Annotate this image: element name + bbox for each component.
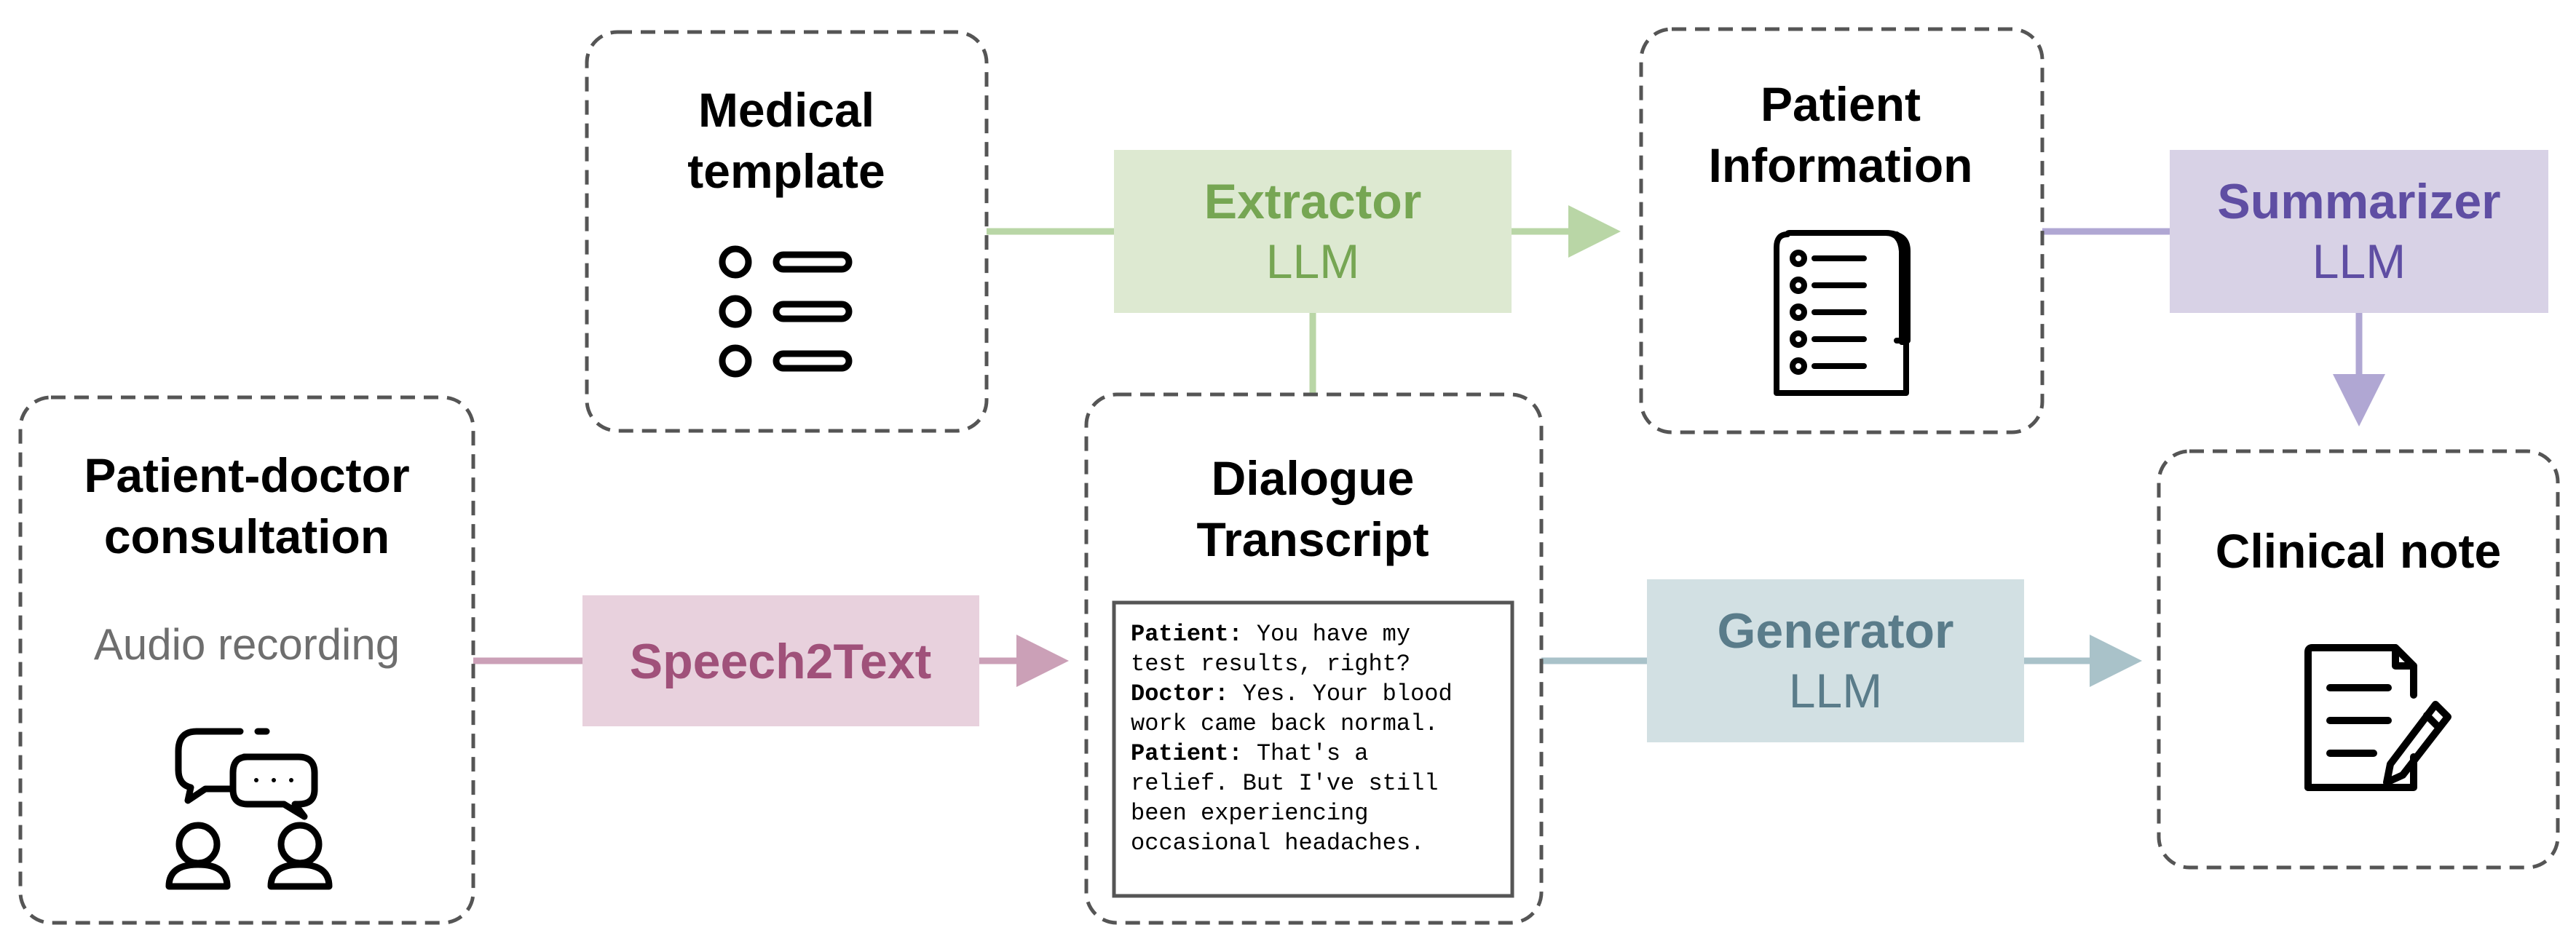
clinical-note-box: [2157, 449, 2560, 870]
node-consultation: Patient-doctor consultation Audio record…: [18, 395, 475, 925]
node-patient-info: Patient Information: [1639, 27, 2044, 434]
generator-box: [1647, 579, 2024, 742]
node-transcript: Dialogue Transcript Patient: You have my…: [1084, 392, 1544, 925]
extractor-box: [1114, 150, 1512, 313]
summarizer-box: [2170, 150, 2548, 313]
speech2text-label: Speech2Text: [630, 634, 931, 689]
processor-extractor: Extractor LLM: [1114, 150, 1512, 313]
transcript-line: relief. But I've still: [1131, 770, 1438, 797]
transcript-line: occasional headaches.: [1131, 830, 1424, 857]
patient-info-title-line2: Information: [1709, 138, 1973, 192]
list-icon: [719, 245, 853, 378]
processor-generator: Generator LLM: [1647, 579, 2024, 742]
node-clinical-note: Clinical note: [2157, 449, 2560, 870]
template-box: [585, 30, 989, 433]
speech2text-box: [582, 595, 979, 726]
transcript-line: Patient: You have my: [1131, 621, 1410, 648]
generator-sublabel: LLM: [1789, 664, 1882, 718]
connectors: [473, 205, 2385, 687]
summarizer-sublabel: LLM: [2312, 234, 2406, 288]
transcript-line: Doctor: Yes. Your blood: [1131, 680, 1453, 707]
patient-info-title-line1: Patient: [1761, 77, 1921, 131]
consultation-subtitle: Audio recording: [94, 620, 400, 669]
template-title-line1: Medical: [698, 83, 874, 137]
consultation-title-line1: Patient-doctor: [84, 448, 409, 502]
clinical-note-title: Clinical note: [2216, 524, 2501, 578]
node-template: Medical template: [585, 30, 989, 433]
extractor-sublabel: LLM: [1266, 234, 1359, 288]
transcript-line: test results, right?: [1131, 651, 1410, 678]
transcript-box: [1084, 392, 1544, 925]
transcript-line: been experiencing: [1131, 800, 1368, 827]
consultation-box: [18, 395, 475, 925]
chat-people-icon: [165, 728, 333, 890]
template-title-line2: template: [687, 144, 885, 198]
transcript-line: work came back normal.: [1131, 710, 1438, 737]
document-list-icon: [1774, 230, 1911, 396]
transcript-title-line1: Dialogue: [1212, 451, 1415, 505]
processor-speech2text: Speech2Text: [582, 595, 979, 726]
processor-summarizer: Summarizer LLM: [2170, 150, 2548, 313]
generator-label: Generator: [1718, 603, 1954, 659]
transcript-lines: Patient: You have my test results, right…: [1131, 621, 1453, 857]
patient-info-box: [1639, 27, 2044, 434]
note-pen-icon: [2304, 644, 2451, 791]
transcript-title-line2: Transcript: [1196, 512, 1429, 566]
transcript-line: Patient: That's a: [1131, 740, 1368, 767]
summarizer-label: Summarizer: [2217, 174, 2500, 229]
consultation-title-line2: consultation: [104, 509, 390, 563]
extractor-label: Extractor: [1204, 174, 1422, 229]
transcript-text-panel: [1112, 600, 1514, 898]
